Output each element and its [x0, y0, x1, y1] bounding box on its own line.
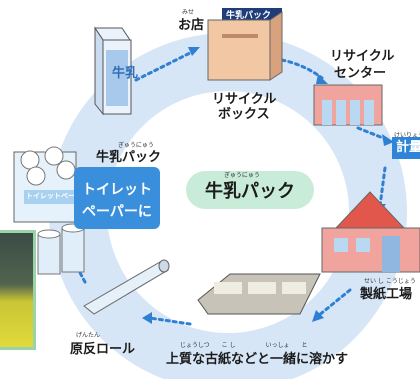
pack-text: トイレットペーパー	[26, 192, 89, 200]
weigh-ruby: けいりょう	[394, 132, 420, 139]
center-pill: ぎゅうにゅう 牛乳パック	[186, 171, 314, 209]
toilet-paper-label-line1: トイレット	[82, 182, 152, 198]
base-roll-label: 原反ロール	[70, 342, 136, 357]
paper-mill-ruby: せい し こうじょう	[364, 278, 416, 285]
toilet-paper-pack-icon	[13, 146, 77, 223]
factory-photo-inset	[0, 230, 36, 350]
dissolve-label: 上質な古紙などと一緒に溶かす	[166, 352, 349, 367]
carton-text: 牛乳	[112, 66, 139, 81]
recycle-box-label-line2: ボックス	[218, 107, 270, 122]
base-paper-roll-icon	[83, 259, 170, 315]
center-label: 牛乳パック	[205, 181, 295, 202]
weigh-badge: 計量	[392, 137, 420, 159]
box-tag: 牛乳パック	[226, 11, 272, 21]
store-label: お店	[178, 18, 205, 33]
arrow-mill-to-dissolve	[316, 288, 352, 318]
store-ruby: みせ	[182, 9, 195, 16]
base-roll-ruby: げんたん	[76, 332, 101, 339]
arrow-weigh-to-mill	[378, 166, 387, 208]
dissolve-ruby: じょうしつ こ し いっしょ と	[180, 342, 308, 349]
center-ruby: ぎゅうにゅう	[224, 172, 260, 179]
milk-carton-ruby: ぎゅうにゅう	[118, 142, 154, 149]
recycle-center-building-icon	[313, 84, 383, 126]
arrow-carton-to-store	[134, 48, 198, 82]
milk-carton-label: 牛乳パック	[96, 150, 162, 165]
recycle-box-icon	[207, 8, 283, 81]
pulper-vat-icon	[197, 273, 321, 315]
toilet-paper-label-box: トイレット ペーパーに	[74, 167, 160, 229]
paper-mill-label: 製紙工場	[360, 287, 413, 302]
recycle-center-label-line1: リサイクル	[330, 49, 395, 64]
recycle-center-label-line2: センター	[334, 66, 387, 81]
milk-carton-icon	[94, 26, 132, 116]
toilet-paper-label-line2: ペーパーに	[82, 204, 152, 220]
arrow-dissolve-to-roll	[148, 316, 192, 326]
paper-mill-building-icon	[321, 191, 420, 273]
recycle-box-label-line1: リサイクル	[212, 92, 277, 107]
